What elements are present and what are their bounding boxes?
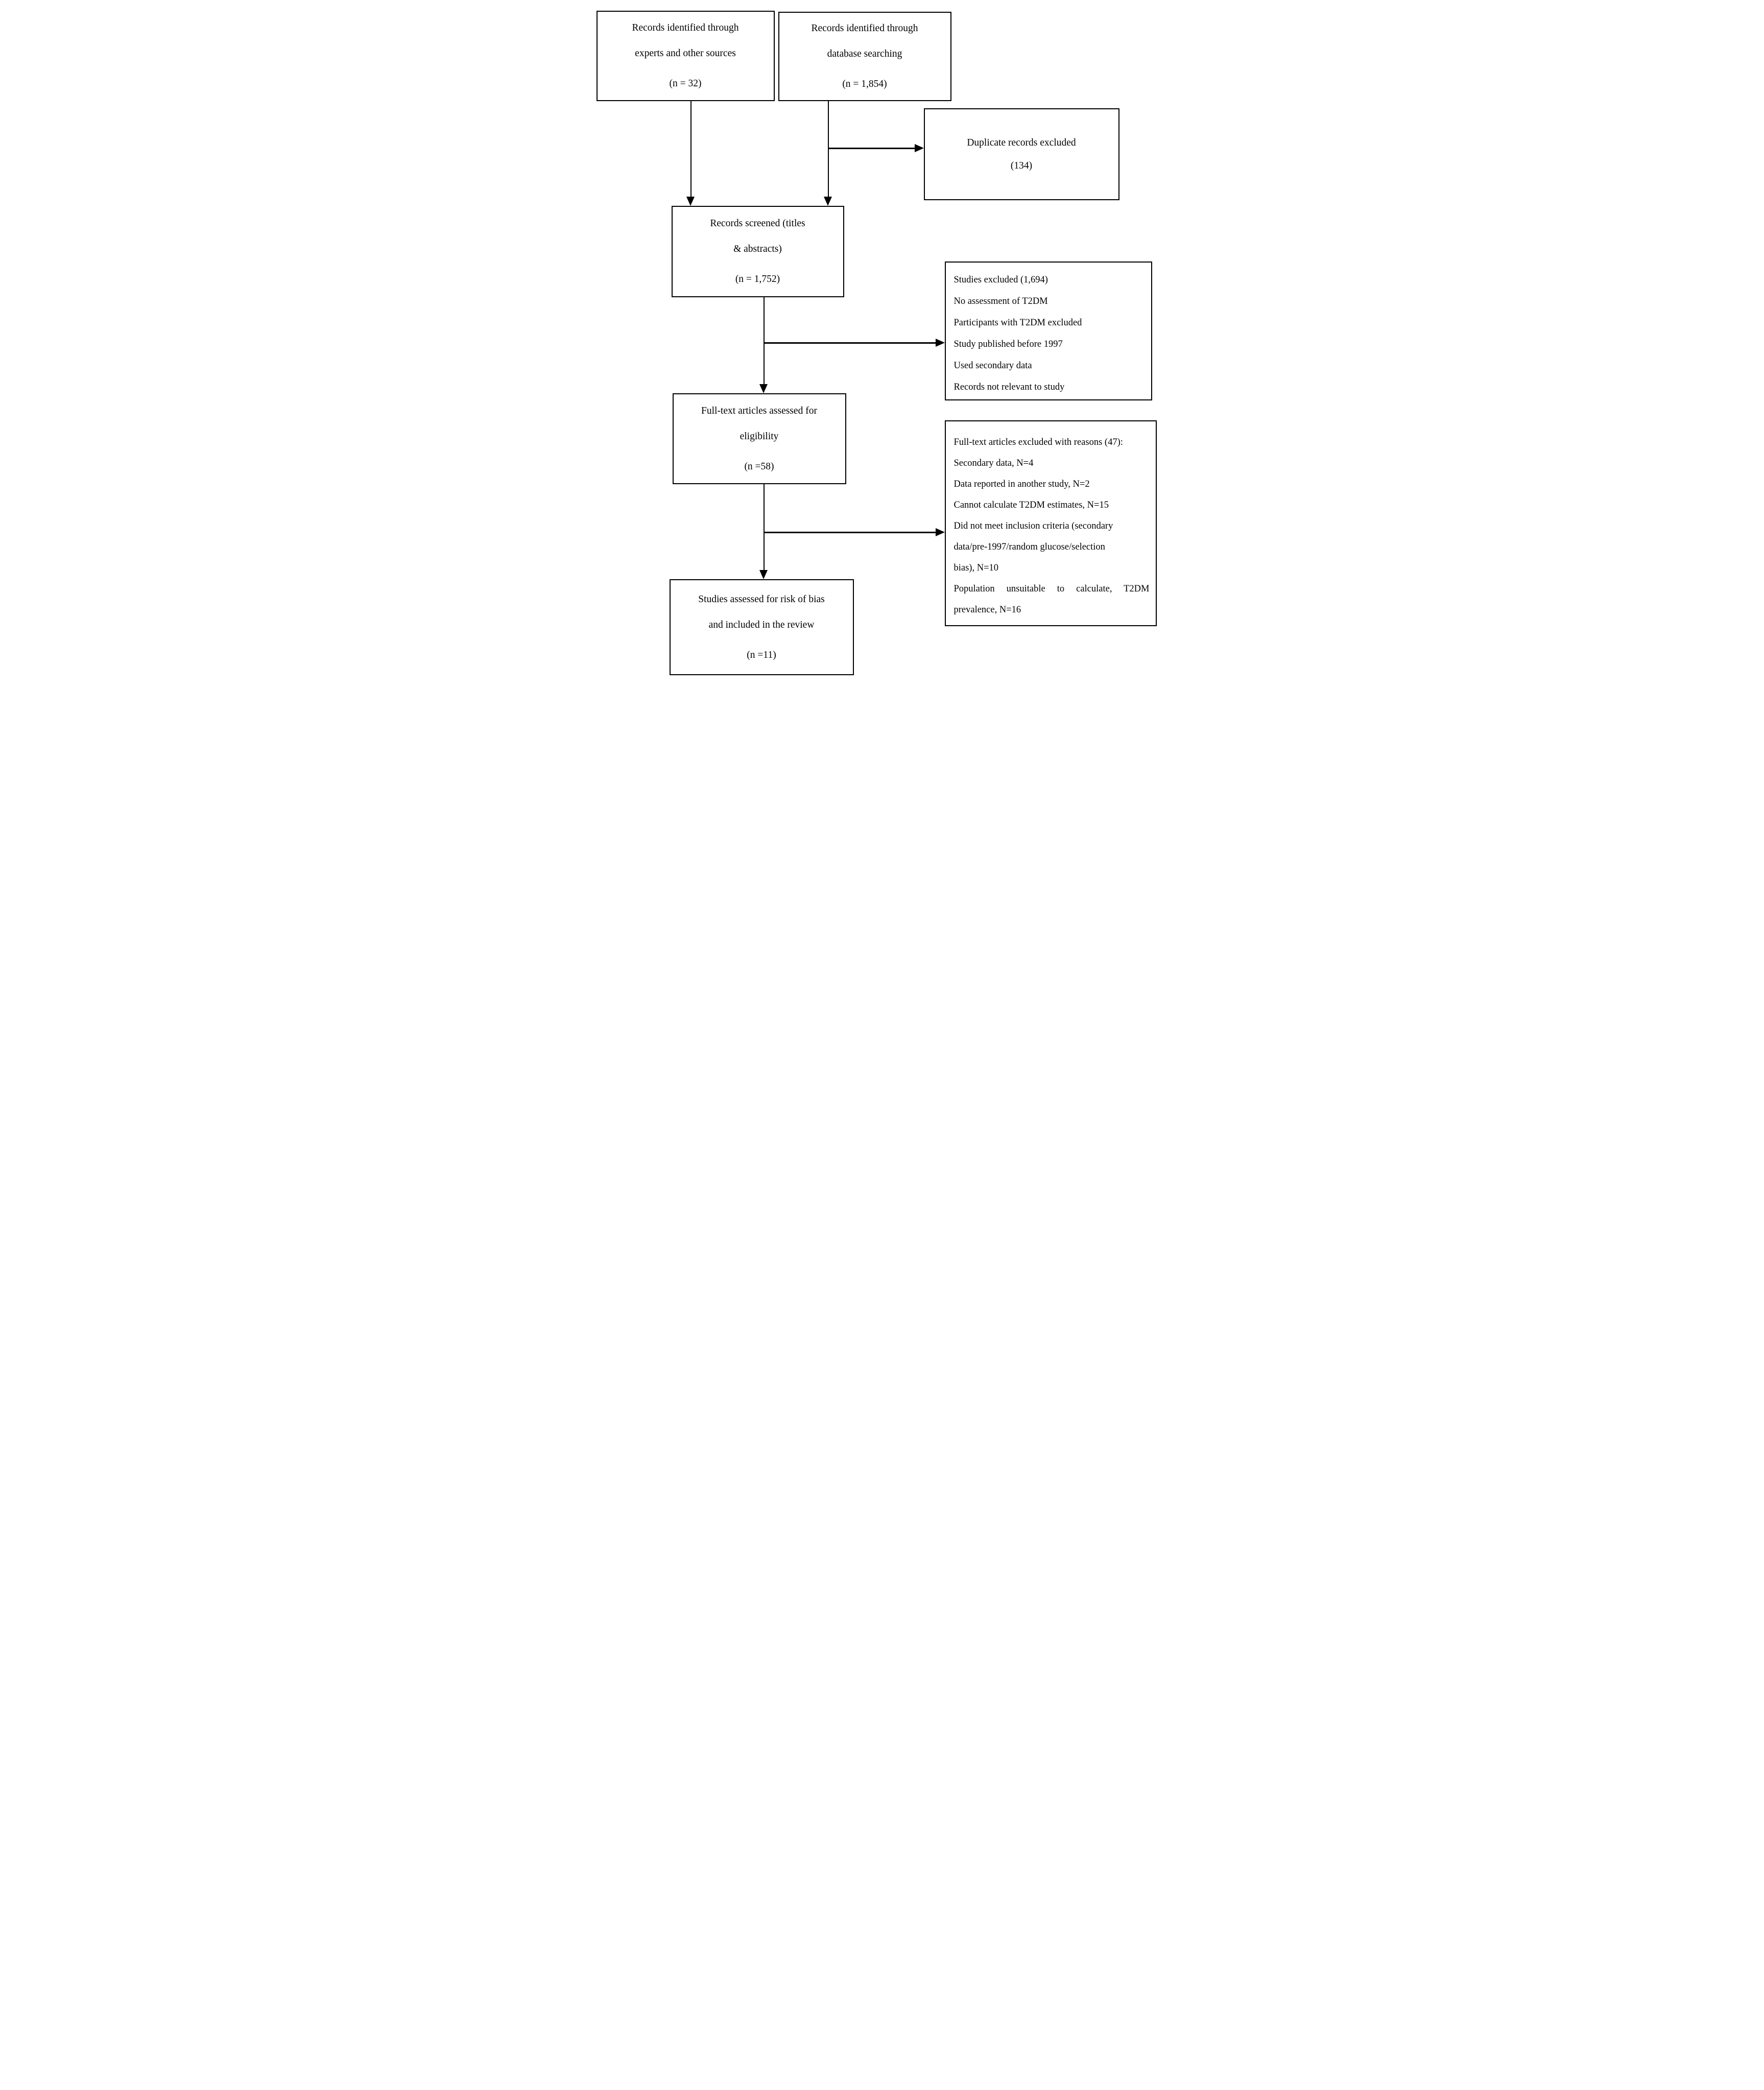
arrowhead-down-icon [823,197,832,206]
box-line: Records not relevant to study [953,382,1065,392]
arrowhead-down-icon [759,384,768,393]
box-line: experts and other sources [635,48,736,59]
box-line: Did not meet inclusion criteria (seconda… [953,521,1113,531]
box-line: Studies assessed for risk of bias [698,593,825,605]
box-line: Records identified through [811,23,918,34]
box-line: Full-text articles excluded with reasons… [953,437,1123,447]
box-count: (n = 32) [669,78,702,89]
arrowhead-right-icon [935,528,945,536]
box-line: No assessment of T2DM [953,296,1048,306]
box-line: bias), N=10 [953,563,999,573]
arrow-to-fulltext-excluded-line [764,532,936,533]
arrowhead-down-icon [686,197,695,206]
box-line: eligibility [740,431,779,442]
box-records-screened: Records screened (titles & abstracts) (n… [671,206,844,297]
box-fulltext-assessed: Full-text articles assessed for eligibil… [672,393,846,484]
box-line: Secondary data, N=4 [953,458,1034,468]
arrow-screened-to-fulltext-line [763,297,765,385]
box-line: Full-text articles assessed for [701,405,817,416]
box-line: Population unsuitable to calculate, T2DM [953,584,1150,594]
arrow-database-to-screened-line [827,101,829,198]
box-line: and included in the review [708,619,815,630]
box-line: Duplicate records excluded [967,137,1076,148]
box-line: Records screened (titles [710,218,805,229]
box-records-experts: Records identified through experts and o… [596,11,775,101]
box-line: & abstracts) [733,244,782,254]
box-line: data/pre-1997/random glucose/selection [953,542,1105,552]
box-line: Data reported in another study, N=2 [953,479,1090,489]
box-fulltext-excluded: Full-text articles excluded with reasons… [944,420,1157,626]
box-studies-excluded: Studies excluded (1,694) No assessment o… [944,262,1152,400]
box-line: prevalence, N=16 [953,605,1021,615]
box-line: Study published before 1997 [953,339,1063,349]
arrow-experts-to-screened-line [690,101,692,198]
box-count: (134) [1010,160,1033,171]
box-line: Records identified through [632,22,739,33]
box-line: Cannot calculate T2DM estimates, N=15 [953,500,1109,510]
arrow-fulltext-to-included-line [763,484,765,571]
arrowhead-right-icon [935,339,945,347]
box-count: (n = 1,752) [735,274,780,284]
box-line: Studies excluded (1,694) [953,275,1048,285]
arrow-to-studies-excluded-line [764,342,936,344]
box-records-database: Records identified through database sear… [778,12,951,101]
box-line: Participants with T2DM excluded [953,318,1082,328]
box-count: (n =58) [744,461,774,472]
box-line: database searching [827,49,902,59]
box-count: (n =11) [747,649,776,660]
prisma-flow-diagram: Records identified through experts and o… [588,0,1176,697]
arrow-to-duplicates-line [828,148,916,149]
box-count: (n = 1,854) [842,79,887,89]
box-line: Used secondary data [953,361,1032,371]
box-studies-included: Studies assessed for risk of bias and in… [669,579,854,675]
arrowhead-right-icon [914,144,924,152]
arrowhead-down-icon [759,570,768,579]
box-duplicates-excluded: Duplicate records excluded (134) [923,108,1119,200]
